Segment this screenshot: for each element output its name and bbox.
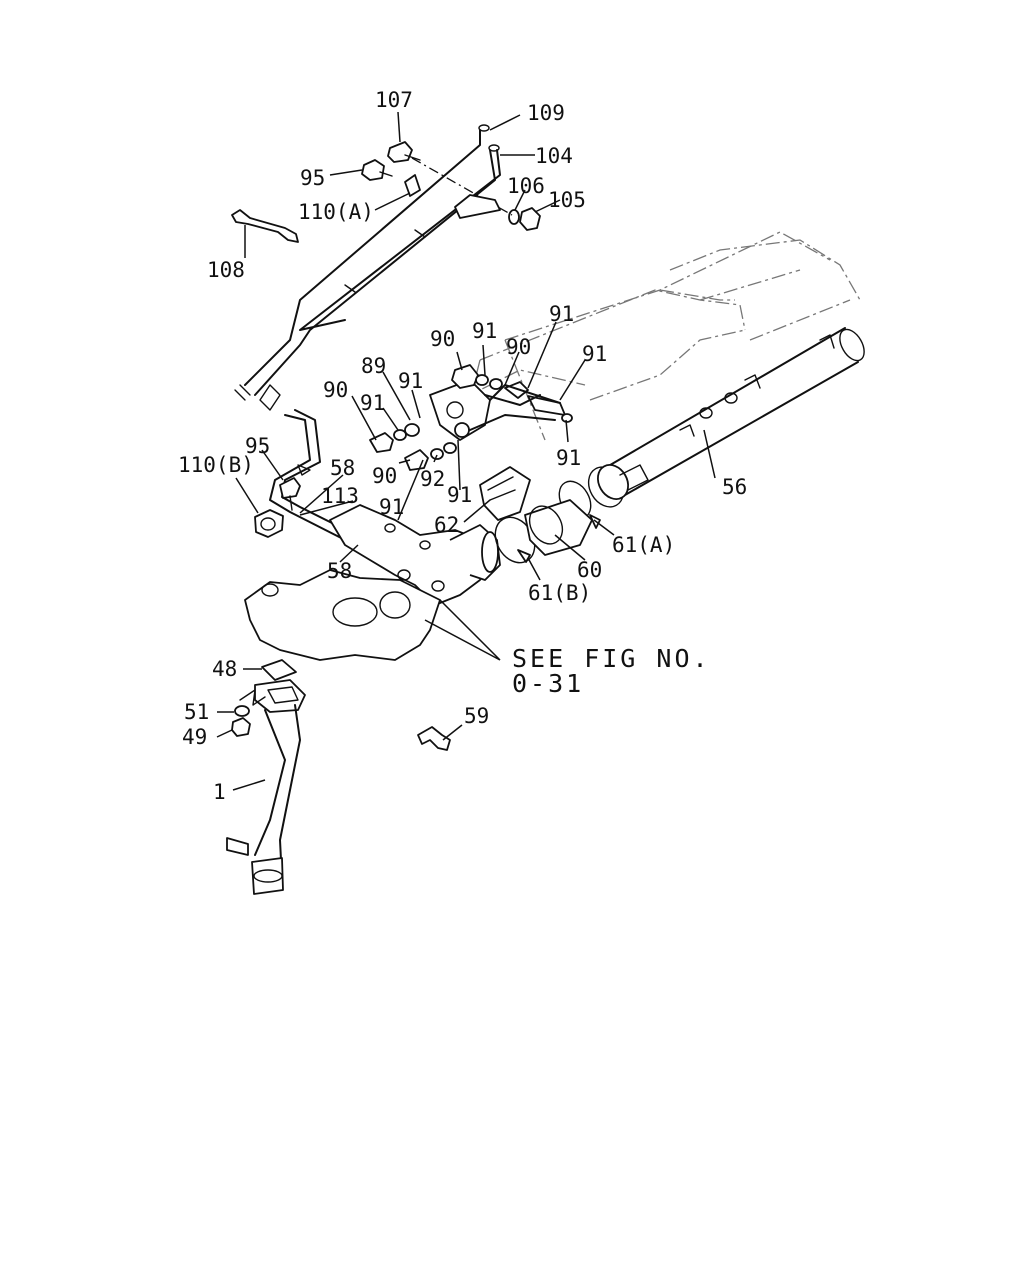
exhaust-manifold <box>244 504 501 661</box>
callout-90-left: 90 <box>323 378 348 402</box>
callout-56: 56 <box>722 475 747 499</box>
fittings-cluster <box>369 364 573 471</box>
tube-104-109 <box>234 124 501 411</box>
callout-91-right: 91 <box>582 342 607 366</box>
top-hardware <box>361 141 541 231</box>
leader-lines <box>216 111 716 791</box>
pipe-56 <box>597 327 865 500</box>
callout-91-mid: 90 <box>506 335 531 359</box>
bracket-108 <box>231 209 299 243</box>
callout-61a: 61(A) <box>612 533 675 557</box>
callout-48: 48 <box>212 657 237 681</box>
callout-90-lower: 90 <box>372 464 397 488</box>
pipe-1 <box>226 659 306 895</box>
callout-60: 60 <box>577 558 602 582</box>
callout-58-lower: 58 <box>327 559 352 583</box>
reference-note-line2: 0-31 <box>512 669 584 698</box>
tube-113 <box>269 409 361 546</box>
clamp-110b <box>254 509 284 538</box>
heat-shield-62 <box>479 466 531 521</box>
callout-90-upper-right: 91 <box>549 302 574 326</box>
callout-108: 108 <box>207 258 245 282</box>
clamp-59 <box>417 726 451 751</box>
callout-labels: 107 109 104 95 106 105 110(A) 108 91 90 … <box>178 88 747 804</box>
callout-95-top: 95 <box>300 166 325 190</box>
callout-104: 104 <box>535 144 573 168</box>
callout-95-lower: 95 <box>245 434 270 458</box>
callout-113: 113 <box>321 484 359 508</box>
callout-105: 105 <box>548 188 586 212</box>
hoses-60-61 <box>494 466 625 564</box>
callout-1: 1 <box>213 780 226 804</box>
callout-91-lower-a: 91 <box>379 495 404 519</box>
callout-110b: 110(B) <box>178 453 254 477</box>
callout-51: 51 <box>184 700 209 724</box>
callout-106: 106 <box>507 174 545 198</box>
callout-62: 62 <box>434 513 459 537</box>
callout-91-left-a: 91 <box>398 369 423 393</box>
washer-nut-51-49 <box>231 689 266 737</box>
callout-109: 109 <box>527 101 565 125</box>
callout-89: 89 <box>361 354 386 378</box>
callout-49: 49 <box>182 725 207 749</box>
callout-58-upper: 58 <box>330 456 355 480</box>
callout-91-upper: 91 <box>472 319 497 343</box>
callout-92: 92 <box>420 467 445 491</box>
reference-note: SEE FIG NO. 0-31 <box>512 644 711 698</box>
callout-91-left-b: 91 <box>360 391 385 415</box>
callout-107: 107 <box>375 88 413 112</box>
callout-91-lower-right: 91 <box>556 446 581 470</box>
callout-110a: 110(A) <box>298 200 374 224</box>
bolt-95-lower <box>279 477 301 511</box>
callout-91-lower-b: 91 <box>447 483 472 507</box>
reference-note-line1: SEE FIG NO. <box>512 644 711 673</box>
callout-61b: 61(B) <box>528 581 591 605</box>
callout-90-upper: 90 <box>430 327 455 351</box>
callout-59: 59 <box>464 704 489 728</box>
